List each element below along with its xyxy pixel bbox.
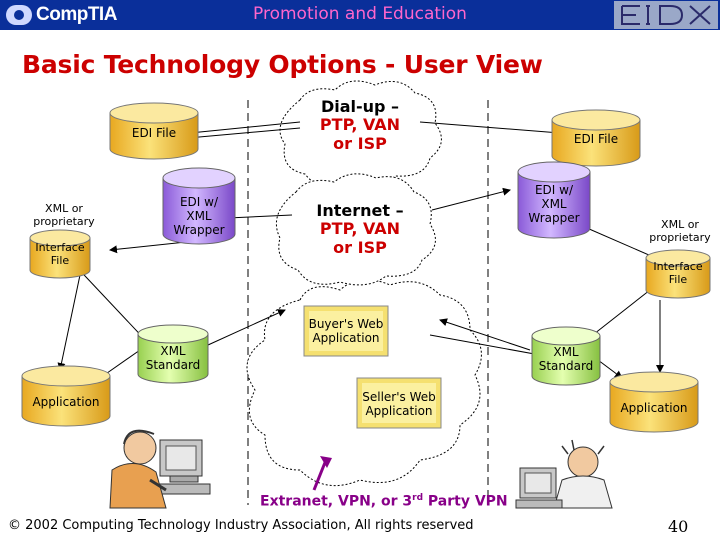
- person-at-computer-left: [109, 429, 211, 509]
- extranet-text-after: Party VPN: [423, 493, 508, 510]
- cylinder-application-right: [609, 371, 699, 433]
- cylinder-xml-standard-left: [137, 324, 209, 384]
- buyers-web-app-line1: Buyer's Web: [308, 317, 384, 331]
- dialup-line1: Dial-up –: [320, 97, 400, 116]
- edi-wrapper-right-line2: XML: [541, 196, 567, 211]
- dialup-line3: or ISP: [333, 133, 387, 153]
- internet-line1: Internet –: [316, 201, 404, 220]
- xml-standard-right-label: XML Standard: [532, 345, 600, 374]
- edi-wrapper-right-line1: EDI w/: [534, 183, 574, 197]
- edi-wrapper-right-line3: Wrapper: [528, 210, 580, 225]
- cylinder-application-left: [21, 365, 111, 427]
- application-right-label: Application: [620, 401, 688, 415]
- cylinder-interface-right: [645, 249, 711, 299]
- interface-file-left-line1: Interface: [35, 241, 85, 254]
- xml-or-proprietary-right-line2: proprietary: [649, 230, 711, 244]
- person-at-computer-right: [515, 439, 613, 509]
- edi-wrapper-right-label: EDI w/ XML Wrapper: [518, 183, 590, 225]
- edi-wrapper-left-line2: XML: [186, 208, 212, 223]
- cylinder-edi-wrapper-right: [517, 161, 591, 239]
- buyers-web-app-line2: Application: [312, 330, 380, 345]
- buyers-web-app-box: [303, 305, 389, 357]
- xml-or-proprietary-left-line2: proprietary: [33, 214, 95, 228]
- header-bar: CompTIA Promotion and Education: [0, 0, 720, 30]
- dialup-line2: PTP, VAN: [319, 115, 401, 135]
- application-left-label: Application: [32, 395, 100, 409]
- cylinder-edi-file-right: [551, 109, 641, 167]
- comptia-logo-text: CompTIA: [36, 4, 117, 25]
- xml-standard-left-line2: Standard: [145, 357, 201, 372]
- xml-standard-right-line1: XML: [553, 345, 579, 359]
- dialup-cloud-label: Dial-up – PTP, VAN or ISP: [310, 97, 410, 153]
- interface-file-right-line2: File: [668, 272, 688, 286]
- cylinder-xml-standard-right: [531, 326, 601, 386]
- buyers-web-app-label: Buyer's Web Application: [304, 317, 388, 346]
- xml-or-proprietary-right-line1: XML or: [661, 218, 699, 231]
- extranet-superscript: rd: [412, 493, 424, 503]
- internet-cloud: [276, 173, 436, 286]
- xml-standard-left-line1: XML: [160, 344, 186, 358]
- sellers-web-app-line1: Seller's Web: [362, 390, 436, 404]
- internet-line3: or ISP: [333, 237, 387, 257]
- interface-file-right-line1: Interface: [653, 260, 703, 273]
- xml-or-proprietary-left-label: XML or proprietary: [24, 202, 104, 228]
- dialup-cloud: [279, 80, 442, 188]
- extranet-label: Extranet, VPN, or 3rd Party VPN: [260, 493, 508, 510]
- interface-file-left-label: Interface File: [30, 241, 90, 267]
- sellers-web-app-line2: Application: [365, 403, 433, 418]
- sellers-web-app-label: Seller's Web Application: [357, 390, 441, 419]
- interface-file-right-label: Interface File: [646, 260, 710, 286]
- edi-file-left-label: EDI File: [131, 126, 177, 140]
- xml-standard-left-label: XML Standard: [138, 344, 208, 373]
- xml-or-proprietary-left-line1: XML or: [45, 202, 83, 215]
- copyright-footer: © 2002 Computing Technology Industry Ass…: [8, 518, 474, 533]
- internet-cloud-label: Internet – PTP, VAN or ISP: [306, 201, 414, 257]
- page-number: 40: [668, 517, 689, 536]
- comptia-mark-icon: [6, 5, 32, 25]
- connector-lines: [57, 121, 666, 379]
- edi-wrapper-left-line1: EDI w/: [179, 195, 219, 209]
- xml-standard-right-line2: Standard: [538, 358, 594, 373]
- internet-line2: PTP, VAN: [319, 219, 401, 239]
- cylinder-interface-left: [29, 229, 91, 279]
- comptia-logo: CompTIA: [6, 3, 117, 27]
- extranet-text: Extranet, VPN, or 3: [260, 493, 413, 510]
- edi-wrapper-left-label: EDI w/ XML Wrapper: [163, 195, 235, 237]
- edi-file-right-label: EDI File: [573, 132, 619, 146]
- eidx-logo: [614, 1, 718, 29]
- xml-or-proprietary-right-label: XML or proprietary: [640, 218, 720, 244]
- arrow-up-icon: [312, 456, 332, 491]
- header-title: Promotion and Education: [253, 4, 467, 24]
- cylinder-edi-file-left: [109, 102, 199, 160]
- slide-title: Basic Technology Options - User View: [22, 50, 543, 79]
- cylinder-edi-wrapper-left: [162, 167, 236, 245]
- edi-wrapper-left-line3: Wrapper: [173, 222, 225, 237]
- sellers-web-app-box: [356, 377, 442, 429]
- interface-file-left-line2: File: [50, 253, 70, 267]
